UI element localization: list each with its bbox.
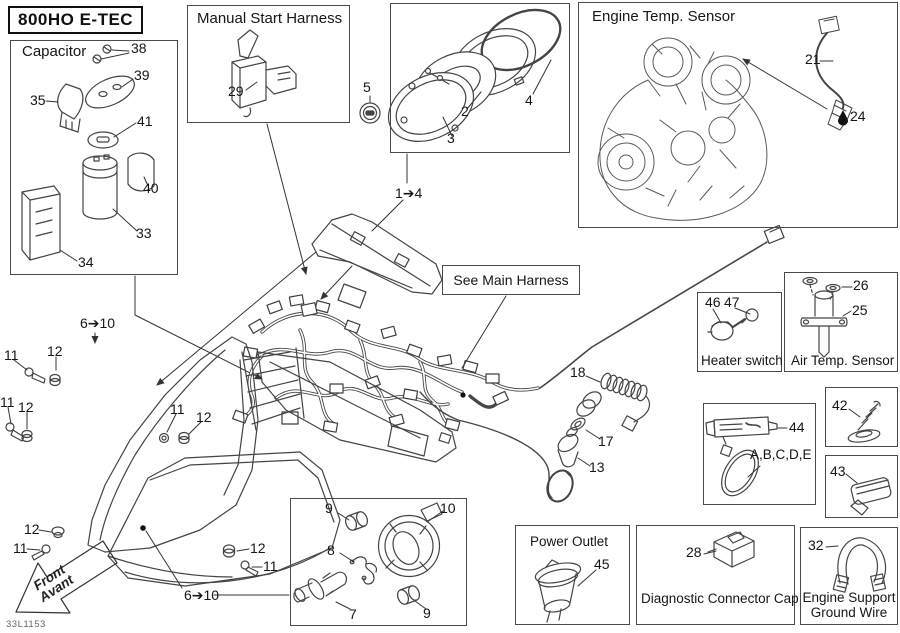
callout-range-1-4: 1➔4 <box>395 185 423 201</box>
callout-33: 33 <box>136 225 152 241</box>
callout-28: 28 <box>686 544 702 560</box>
callout-35: 35 <box>30 92 46 108</box>
callout-11-c: 11 <box>170 401 185 417</box>
callout-5: 5 <box>363 79 371 95</box>
heater-switch-drawing <box>707 307 759 341</box>
callout-25: 25 <box>852 302 868 318</box>
power-outlet-drawing <box>534 559 597 623</box>
callout-12-b: 12 <box>18 399 34 415</box>
callout-18: 18 <box>570 364 586 380</box>
callout-11-b: 11 <box>0 394 15 410</box>
capacitor-box-label: Capacitor <box>22 43 87 60</box>
callout-8: 8 <box>327 542 335 558</box>
callout-32: 32 <box>808 537 824 553</box>
heater-switch-box <box>697 292 782 372</box>
headlight-assembly-drawing <box>5 332 457 596</box>
front-arrow-shape <box>15 540 118 614</box>
callout-24: 24 <box>850 108 866 124</box>
tether-cord-drawing <box>546 372 651 503</box>
engine-temp-sensor-box <box>578 2 898 228</box>
engine-drawing <box>597 15 853 221</box>
callout-3: 3 <box>447 130 455 146</box>
engine-support-line2: Ground Wire <box>810 605 888 620</box>
callout-40: 40 <box>143 180 159 196</box>
callout-2: 2 <box>461 103 469 119</box>
see-main-harness-label: See Main Harness <box>453 272 569 288</box>
callout-11-d: 11 <box>13 540 28 556</box>
air-temp-sensor-drawing <box>800 276 853 358</box>
gauge-box <box>390 3 570 153</box>
callout-46: 46 <box>705 294 721 310</box>
bulb-box <box>290 498 467 626</box>
callout-21: 21 <box>805 51 821 67</box>
callout-11-a: 11 <box>4 347 19 363</box>
callout-9-a: 9 <box>325 500 333 516</box>
callout-41: 41 <box>137 113 153 129</box>
callout-12-d: 12 <box>24 521 40 537</box>
callout-4: 4 <box>525 92 533 108</box>
oil-droplet-icon <box>838 110 848 126</box>
heater-switch-label: Heater switch <box>701 353 783 368</box>
clip-box <box>825 455 898 518</box>
callout-7: 7 <box>349 606 357 622</box>
callout-11-e: 11 <box>263 558 278 574</box>
callout-range-6-10-bottom: 6➔10 <box>184 587 220 603</box>
main-harness-drawing <box>232 224 785 499</box>
sheet-code: 33L1153 <box>6 619 46 630</box>
diagnostic-connector-cap-label: Diagnostic Connector Cap <box>641 591 799 606</box>
callout-42: 42 <box>832 397 848 413</box>
manual-start-harness-drawing <box>231 29 308 275</box>
power-outlet-label: Power Outlet <box>530 534 609 549</box>
clip-drawing <box>845 473 892 516</box>
capacitor-drawing <box>21 44 263 380</box>
callout-45: 45 <box>594 556 610 572</box>
start-button-drawing <box>359 95 381 124</box>
air-temp-sensor-box <box>784 272 898 372</box>
callout-17: 17 <box>598 433 614 449</box>
callout-38: 38 <box>131 40 147 56</box>
callout-9-b: 9 <box>423 605 431 621</box>
model-title: 800HO E-TEC <box>8 6 144 34</box>
callout-10: 10 <box>440 500 456 516</box>
manual-start-harness-label: Manual Start Harness <box>197 10 343 27</box>
callout-47: 47 <box>724 294 740 310</box>
diagnostic-cap-drawing <box>703 531 755 568</box>
callout-glue-kit: A,B,C,D,E <box>750 447 812 462</box>
callout-12-c: 12 <box>196 409 212 425</box>
adhesive-kit-box <box>703 403 816 505</box>
callout-12-a: 12 <box>47 343 63 359</box>
callout-13: 13 <box>589 459 605 475</box>
callout-26: 26 <box>853 277 869 293</box>
push-pin-box <box>825 387 898 447</box>
power-outlet-box <box>515 525 630 625</box>
callout-34: 34 <box>78 254 94 270</box>
diagnostic-connector-cap-box <box>636 525 795 625</box>
engine-support-line1: Engine Support <box>802 590 896 605</box>
manual-start-harness-box <box>187 5 350 123</box>
gauge-cluster-drawing <box>371 8 562 232</box>
callout-range-6-10-top: 6➔10 <box>80 315 116 331</box>
see-main-harness-box: See Main Harness <box>442 265 580 295</box>
callout-44: 44 <box>789 419 805 435</box>
callout-29: 29 <box>228 83 244 99</box>
air-temp-sensor-label: Air Temp. Sensor <box>791 353 895 368</box>
push-pin-drawing <box>847 400 881 443</box>
engine-temp-sensor-label: Engine Temp. Sensor <box>592 8 736 25</box>
adhesive-kit-drawing <box>705 416 788 497</box>
engine-support-ground-wire-box <box>800 527 898 625</box>
capacitor-box <box>10 40 178 275</box>
bulb-parts-drawing <box>293 502 444 610</box>
callout-12-e: 12 <box>250 540 266 556</box>
ground-wire-drawing <box>825 537 887 593</box>
engine-support-ground-wire-label: Engine Support Ground Wire <box>800 590 898 620</box>
callout-39: 39 <box>134 67 150 83</box>
callout-43: 43 <box>830 463 846 479</box>
